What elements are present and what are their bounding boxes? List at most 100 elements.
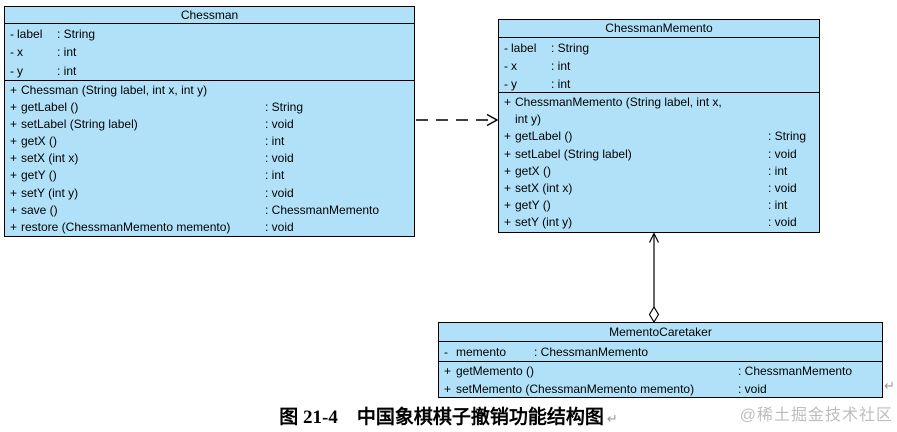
method-signature: setY (int y) [515, 215, 573, 230]
visibility-marker: + [10, 219, 18, 234]
class-title-chessmanmemento: ChessmanMemento [499, 20, 819, 38]
method-return-type: : int [265, 134, 285, 149]
method-row: +setX (int x): void [10, 150, 414, 167]
method-signature: getLabel () [515, 129, 573, 144]
attribute-type: : ChessmanMemento [534, 345, 649, 359]
visibility-marker: + [10, 202, 18, 217]
attribute-row: -memento : ChessmanMemento [444, 343, 882, 361]
visibility-marker: + [10, 185, 18, 200]
attribute-type: : String [551, 41, 590, 55]
method-row: +save () : ChessmanMemento [10, 202, 414, 219]
method-return-type: : void [768, 215, 797, 230]
attribute-type: : int [551, 77, 571, 91]
visibility-marker: - [504, 77, 508, 91]
visibility-marker: + [444, 381, 452, 396]
method-return-type: : ChessmanMemento [265, 202, 380, 217]
method-row: +setX (int x) : void [504, 180, 819, 197]
attribute-row: -y : int [504, 75, 819, 92]
method-signature: setLabel (String label) [21, 117, 138, 132]
method-signature: Chessman (String label, int x, int y) [21, 83, 208, 97]
attribute-type: : String [57, 27, 96, 41]
method-signature: getLabel () [21, 100, 79, 115]
method-return-type: : int [265, 168, 285, 183]
method-row: +getX (): int [10, 133, 414, 150]
visibility-marker: + [10, 151, 18, 166]
attribute-name: memento [456, 345, 507, 359]
figure-caption-text: 图 21-4 中国象棋棋子撤销功能结构图 [279, 407, 604, 428]
method-row: +getLabel () : String [504, 128, 819, 145]
method-return-type: : int [768, 198, 788, 213]
method-return-type: : String [768, 129, 807, 144]
method-row: int y) [504, 111, 819, 128]
methods-compartment-chessmanmemento: +ChessmanMemento (String label, int x,in… [499, 93, 819, 232]
method-signature: getY () [21, 168, 57, 183]
attribute-name: label [17, 27, 43, 41]
visibility-marker: - [504, 41, 508, 55]
visibility-marker: + [10, 168, 18, 183]
open-diamond-icon [648, 305, 660, 324]
attribute-name: label [511, 41, 537, 55]
method-return-type: : void [768, 181, 797, 196]
method-signature: setY (int y) [21, 185, 79, 200]
method-signature: setX (int x) [515, 181, 573, 196]
visibility-marker: - [504, 59, 508, 73]
method-signature: getX () [515, 163, 552, 178]
method-signature: setLabel (String label) [515, 146, 632, 161]
visibility-marker: - [10, 45, 14, 60]
class-box-chessmanmemento: ChessmanMemento -label: String-x: int-y:… [498, 19, 820, 233]
method-return-type: : void [768, 146, 797, 161]
attribute-name: y [17, 63, 23, 78]
class-box-mementocaretaker: MementoCaretaker -memento: ChessmanMemen… [438, 322, 883, 398]
attribute-type: : int [551, 59, 571, 73]
attributes-compartment-chessmanmemento: -label: String-x: int-y: int [499, 38, 819, 93]
visibility-marker: + [504, 146, 512, 161]
method-return-type: : ChessmanMemento [738, 364, 853, 378]
methods-compartment-chessman: +Chessman (String label, int x, int y)+g… [5, 81, 414, 236]
method-return-type: : void [265, 151, 294, 166]
attribute-row: -x: int [10, 43, 414, 61]
visibility-marker: - [10, 27, 14, 41]
methods-compartment-mementocaretaker: +getMemento (): ChessmanMemento+setMemen… [439, 362, 882, 398]
method-return-type: : String [265, 100, 304, 115]
visibility-marker: + [504, 163, 512, 178]
method-signature: save () [21, 202, 58, 217]
method-row: +setLabel (String label) : void [504, 146, 819, 163]
visibility-marker: + [504, 215, 512, 230]
visibility-marker: - [444, 345, 448, 359]
visibility-marker: + [504, 198, 512, 213]
method-return-type: : void [265, 185, 294, 200]
method-row: +getLabel () : String [10, 99, 414, 116]
attribute-name: y [511, 77, 517, 91]
method-row: +setLabel (String label) : void [10, 116, 414, 133]
method-row: +getX (): int [504, 163, 819, 180]
class-title-chessman: Chessman [5, 7, 414, 24]
method-return-type: : void [738, 381, 767, 396]
site-watermark: @稀土掘金技术社区 [739, 407, 893, 424]
visibility-marker: + [504, 95, 512, 109]
method-row: +setY (int y) : void [504, 214, 819, 231]
visibility-marker: - [10, 63, 14, 78]
method-row: +Chessman (String label, int x, int y) [10, 82, 414, 99]
visibility-marker: + [10, 100, 18, 115]
method-signature: restore (ChessmanMemento memento) [21, 219, 231, 234]
attribute-row: -y: int [10, 62, 414, 80]
aggregation-association-caretaker-to-chessmanmemento [648, 232, 660, 324]
visibility-marker: + [504, 129, 512, 144]
visibility-marker: + [10, 117, 18, 132]
method-signature: getY () [515, 198, 551, 213]
method-return-type: : void [265, 117, 294, 132]
figure-caption: 图 21-4 中国象棋棋子撤销功能结构图↵ [0, 402, 897, 429]
dependency-arrow-chessman-to-chessmanmemento [416, 113, 499, 127]
method-row: +setMemento (ChessmanMemento memento): v… [444, 381, 882, 399]
attribute-row: -label : String [504, 39, 819, 57]
method-row: +ChessmanMemento (String label, int x, [504, 94, 819, 111]
paragraph-return-icon: ↵ [884, 378, 895, 393]
method-return-type: : void [265, 219, 294, 234]
method-signature: ChessmanMemento (String label, int x, [515, 95, 722, 109]
visibility-marker: + [10, 83, 18, 97]
attribute-name: x [511, 59, 517, 73]
attributes-compartment-mementocaretaker: -memento : ChessmanMemento [439, 342, 882, 362]
paragraph-return-icon: ↵ [606, 411, 618, 426]
visibility-marker: + [504, 181, 512, 196]
